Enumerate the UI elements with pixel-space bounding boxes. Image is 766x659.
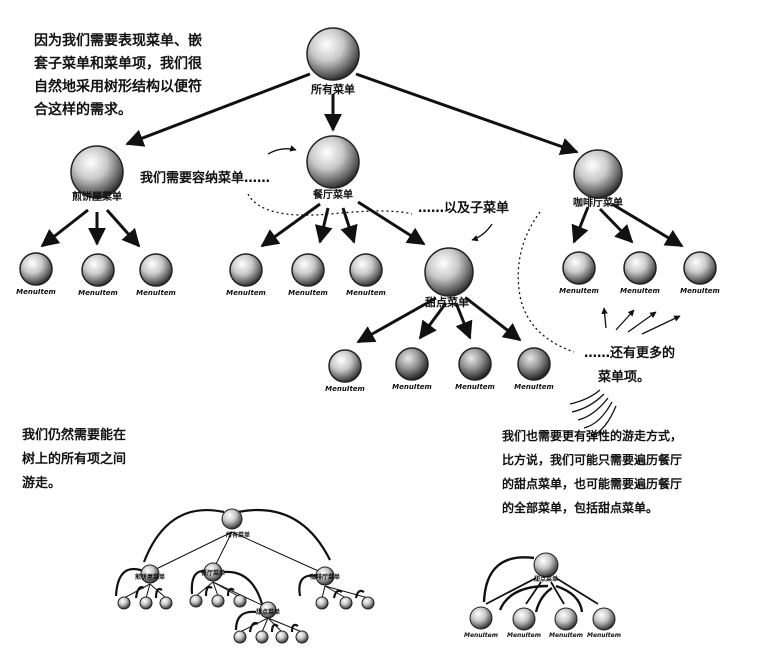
note-line: 合这样的需求。 xyxy=(34,102,132,118)
item-node xyxy=(229,253,263,287)
item-label: MenuItem xyxy=(136,289,176,297)
mini-item xyxy=(233,594,247,608)
node-submenu-dessert xyxy=(424,247,474,297)
label-menu-pancake: 煎饼屋菜单 xyxy=(72,190,122,203)
note-line: 游走。 xyxy=(22,476,62,491)
item-node xyxy=(139,253,173,287)
label-submenu-dessert: 甜点菜单 xyxy=(425,295,469,309)
item-node xyxy=(291,253,325,287)
mini-menu-label: 煎饼屋菜单 xyxy=(135,573,165,581)
main-tree-nodes xyxy=(19,27,717,383)
annotation-pointers xyxy=(247,145,681,437)
mini-tree-left: 所有菜单 煎饼屋菜单 餐厅菜单 咖啡厅菜单 甜点菜单 xyxy=(114,508,375,644)
item-label: MenuItem xyxy=(514,383,554,391)
item-node xyxy=(562,251,596,285)
item-label: MenuItem xyxy=(16,288,56,296)
item-node xyxy=(517,347,551,381)
mini-menu-label: 咖啡厅菜单 xyxy=(310,573,340,581)
mini-right-root-label: 甜点菜单 xyxy=(534,575,558,583)
note-line: ……还有更多的 xyxy=(584,346,676,361)
mini-item xyxy=(361,596,375,610)
item-label: MenuItem xyxy=(78,289,118,297)
label-menu-diner: 餐厅菜单 xyxy=(312,188,353,201)
item-label: MenuItem xyxy=(226,289,266,297)
mini-right-item xyxy=(554,607,578,631)
item-node xyxy=(623,251,657,285)
item-label: MenuItem xyxy=(455,383,495,391)
mini-root-label: 所有菜单 xyxy=(226,531,250,539)
mini-item xyxy=(139,596,153,610)
node-menu-cafe xyxy=(573,149,623,199)
mini-item xyxy=(315,596,329,610)
mini-submenu-label: 甜点菜单 xyxy=(256,608,280,616)
mini-submenu xyxy=(259,601,277,619)
note-need-menus: 我们需要容纳菜单…… xyxy=(140,171,271,186)
mini-right-item xyxy=(469,606,493,630)
item-node xyxy=(683,251,717,285)
node-root xyxy=(306,27,360,81)
label-menu-cafe: 咖啡厅菜单 xyxy=(573,196,623,209)
item-label: MenuItem xyxy=(288,289,328,297)
main-tree-edges xyxy=(40,72,684,344)
mini-menu xyxy=(315,566,335,586)
mini-item xyxy=(295,630,309,644)
node-menu-pancake xyxy=(70,145,124,199)
item-label: MenuItem xyxy=(620,287,660,295)
mini-item xyxy=(159,596,173,610)
note-line: 树上的所有项之间 xyxy=(22,452,127,467)
item-node xyxy=(458,347,492,381)
item-label: MenuItem xyxy=(507,632,541,639)
note-line: 自然地采用树形结构以便符 xyxy=(34,79,202,95)
item-label: MenuItem xyxy=(392,383,432,391)
note-line: 我们也需要更有弹性的游走方式， xyxy=(502,429,683,443)
node-menu-diner xyxy=(306,135,360,189)
mini-item xyxy=(275,630,289,644)
mini-right-item xyxy=(592,607,616,631)
note-line: 因为我们需要表现菜单、嵌 xyxy=(34,33,202,49)
mini-item xyxy=(211,594,225,608)
mini-item xyxy=(339,596,353,610)
note-line: 套子菜单和菜单项，我们很 xyxy=(34,56,202,72)
note-line: 的甜点菜单，也可能需要遍历餐厅 xyxy=(502,477,683,491)
mini-menu xyxy=(140,564,160,584)
main-tree-labels: 所有菜单 煎饼屋菜单 餐厅菜单 咖啡厅菜单 甜点菜单 MenuItem Menu… xyxy=(16,82,720,393)
item-node xyxy=(395,347,429,381)
mini-menu xyxy=(203,562,223,582)
note-line: 的全部菜单，包括甜点菜单。 xyxy=(502,501,659,515)
note-and-submenus: ……以及子菜单 xyxy=(418,201,510,216)
item-node xyxy=(19,252,53,286)
item-label: MenuItem xyxy=(559,287,599,295)
note-more-items: ……还有更多的 菜单项。 xyxy=(584,342,675,390)
note-line: 菜单项。 xyxy=(598,370,651,385)
mini-item xyxy=(233,630,247,644)
mini-item xyxy=(189,594,203,608)
item-label: MenuItem xyxy=(346,289,386,297)
label-root: 所有菜单 xyxy=(311,82,355,96)
note-bottom-right: 我们也需要更有弹性的游走方式， 比方说，我们可能只需要遍历餐厅 的甜点菜单，也可… xyxy=(502,424,682,520)
item-label: MenuItem xyxy=(680,287,720,295)
item-node xyxy=(349,253,383,287)
item-node xyxy=(328,349,362,383)
item-label: MenuItem xyxy=(587,632,621,639)
note-line: 我们仍然需要能在 xyxy=(22,428,127,443)
mini-item xyxy=(255,630,269,644)
item-label: MenuItem xyxy=(549,632,583,639)
note-bottom-left: 我们仍然需要能在 树上的所有项之间 游走。 xyxy=(22,424,126,496)
mini-menu-label: 餐厅菜单 xyxy=(200,569,225,577)
mini-right-item xyxy=(512,607,536,631)
note-line: 比方说，我们可能只需要遍历餐厅 xyxy=(502,453,683,467)
mini-tree-right: 甜点菜单 MenuItem MenuItem MenuItem MenuItem xyxy=(464,552,621,639)
item-node xyxy=(81,253,115,287)
mini-root xyxy=(221,508,243,530)
note-top-left: 因为我们需要表现菜单、嵌 套子菜单和菜单项，我们很 自然地采用树形结构以便符 合… xyxy=(34,30,202,122)
mini-item xyxy=(117,596,131,610)
item-label: MenuItem xyxy=(325,385,365,393)
item-label: MenuItem xyxy=(464,632,498,639)
mini-right-root xyxy=(533,552,559,578)
